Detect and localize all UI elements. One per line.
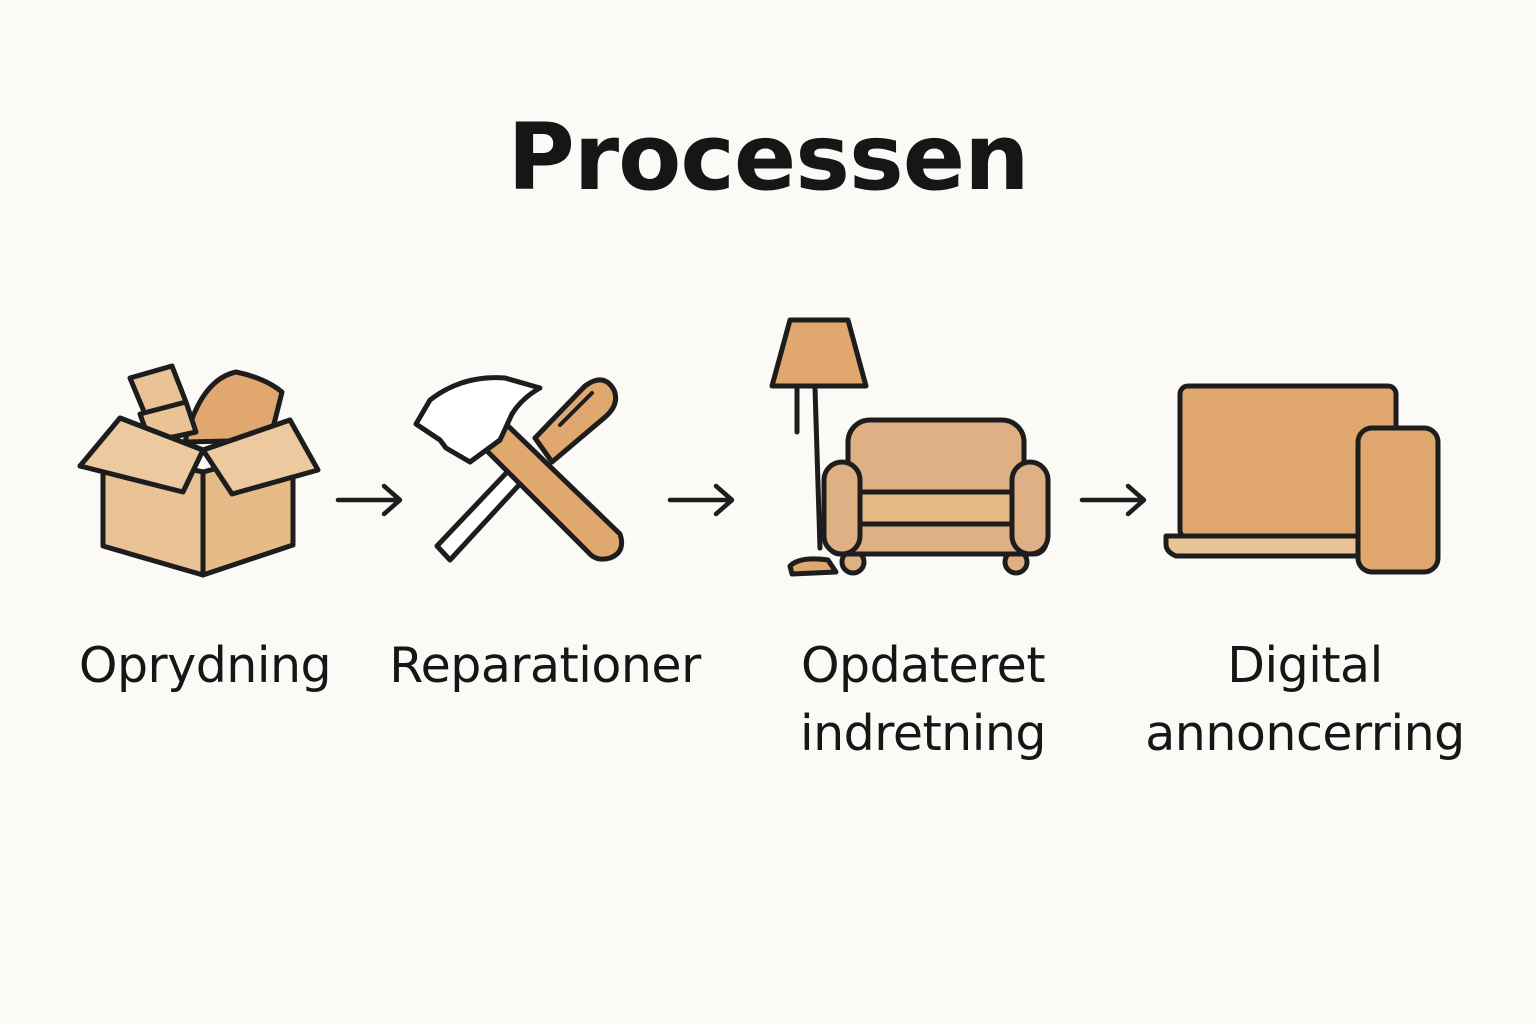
step-label-opdateret-indretning: Opdateret indretning [799,637,1047,762]
step-label-digital-annoncerring: Digital annoncerring [1145,637,1465,762]
arrow-right-icon [667,483,735,517]
tools-icon [413,375,625,563]
sofa-lamp-icon [769,317,1051,577]
devices-icon [1163,383,1441,575]
page-title: Processen [507,104,1029,211]
step-label-reparationer: Reparationer [389,637,701,694]
box-icon [77,363,321,578]
step-label-oprydning: Oprydning [78,637,332,694]
arrow-right-icon [335,483,403,517]
arrow-right-icon [1079,483,1147,517]
